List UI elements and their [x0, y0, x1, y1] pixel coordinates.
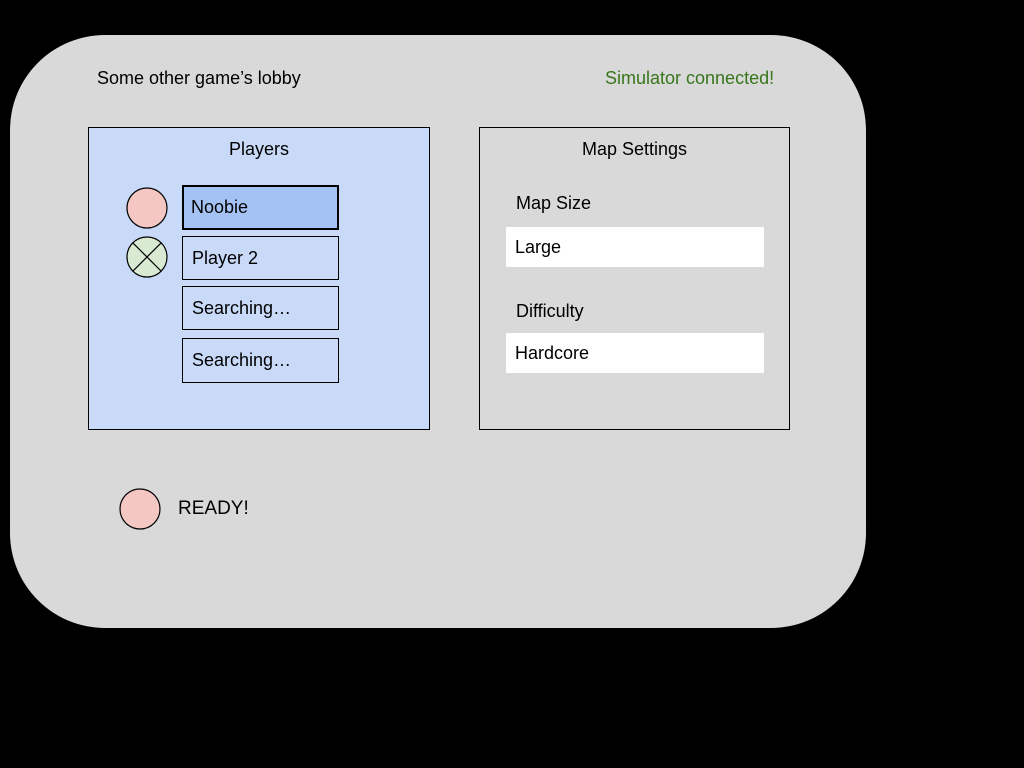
player-slot-2[interactable]: Player 2 [182, 236, 339, 280]
map-settings-panel: Map Settings Map Size Large Difficulty H… [479, 127, 790, 430]
player-slot-label: Searching… [192, 350, 292, 370]
player-slot-label: Player 2 [192, 247, 259, 268]
ready-circle-icon [119, 488, 161, 530]
map-size-field[interactable]: Large [506, 227, 764, 267]
ready-button[interactable]: READY! [109, 478, 264, 540]
page-title: Some other game’s lobby [97, 68, 301, 88]
difficulty-label: Difficulty [516, 301, 584, 321]
lobby-card: Some other game’s lobby Simulator connec… [10, 35, 866, 628]
players-panel-title: Players [228, 139, 290, 159]
player-slot-4[interactable]: Searching… [182, 338, 339, 383]
player2-status-circle-x-icon [126, 236, 168, 278]
map-size-label: Map Size [516, 193, 592, 213]
map-settings-title: Map Settings [581, 139, 688, 159]
player-slot-label: Searching… [192, 297, 292, 318]
map-size-value: Large [515, 236, 562, 257]
player-slot-label: Noobie [191, 197, 249, 217]
players-panel: Players Noobie Player 2 Searching… [88, 127, 430, 430]
ready-button-label: READY! [178, 498, 249, 519]
player-slot-1[interactable]: Noobie [182, 185, 339, 230]
circle-icon [126, 187, 168, 229]
player1-status-circle-icon [126, 187, 168, 229]
simulator-status: Simulator connected! [605, 68, 775, 88]
circle-icon [119, 488, 161, 530]
player-slot-3[interactable]: Searching… [182, 286, 339, 330]
difficulty-value: Hardcore [515, 342, 590, 363]
difficulty-field[interactable]: Hardcore [506, 333, 764, 373]
x-line-icon [132, 242, 162, 272]
